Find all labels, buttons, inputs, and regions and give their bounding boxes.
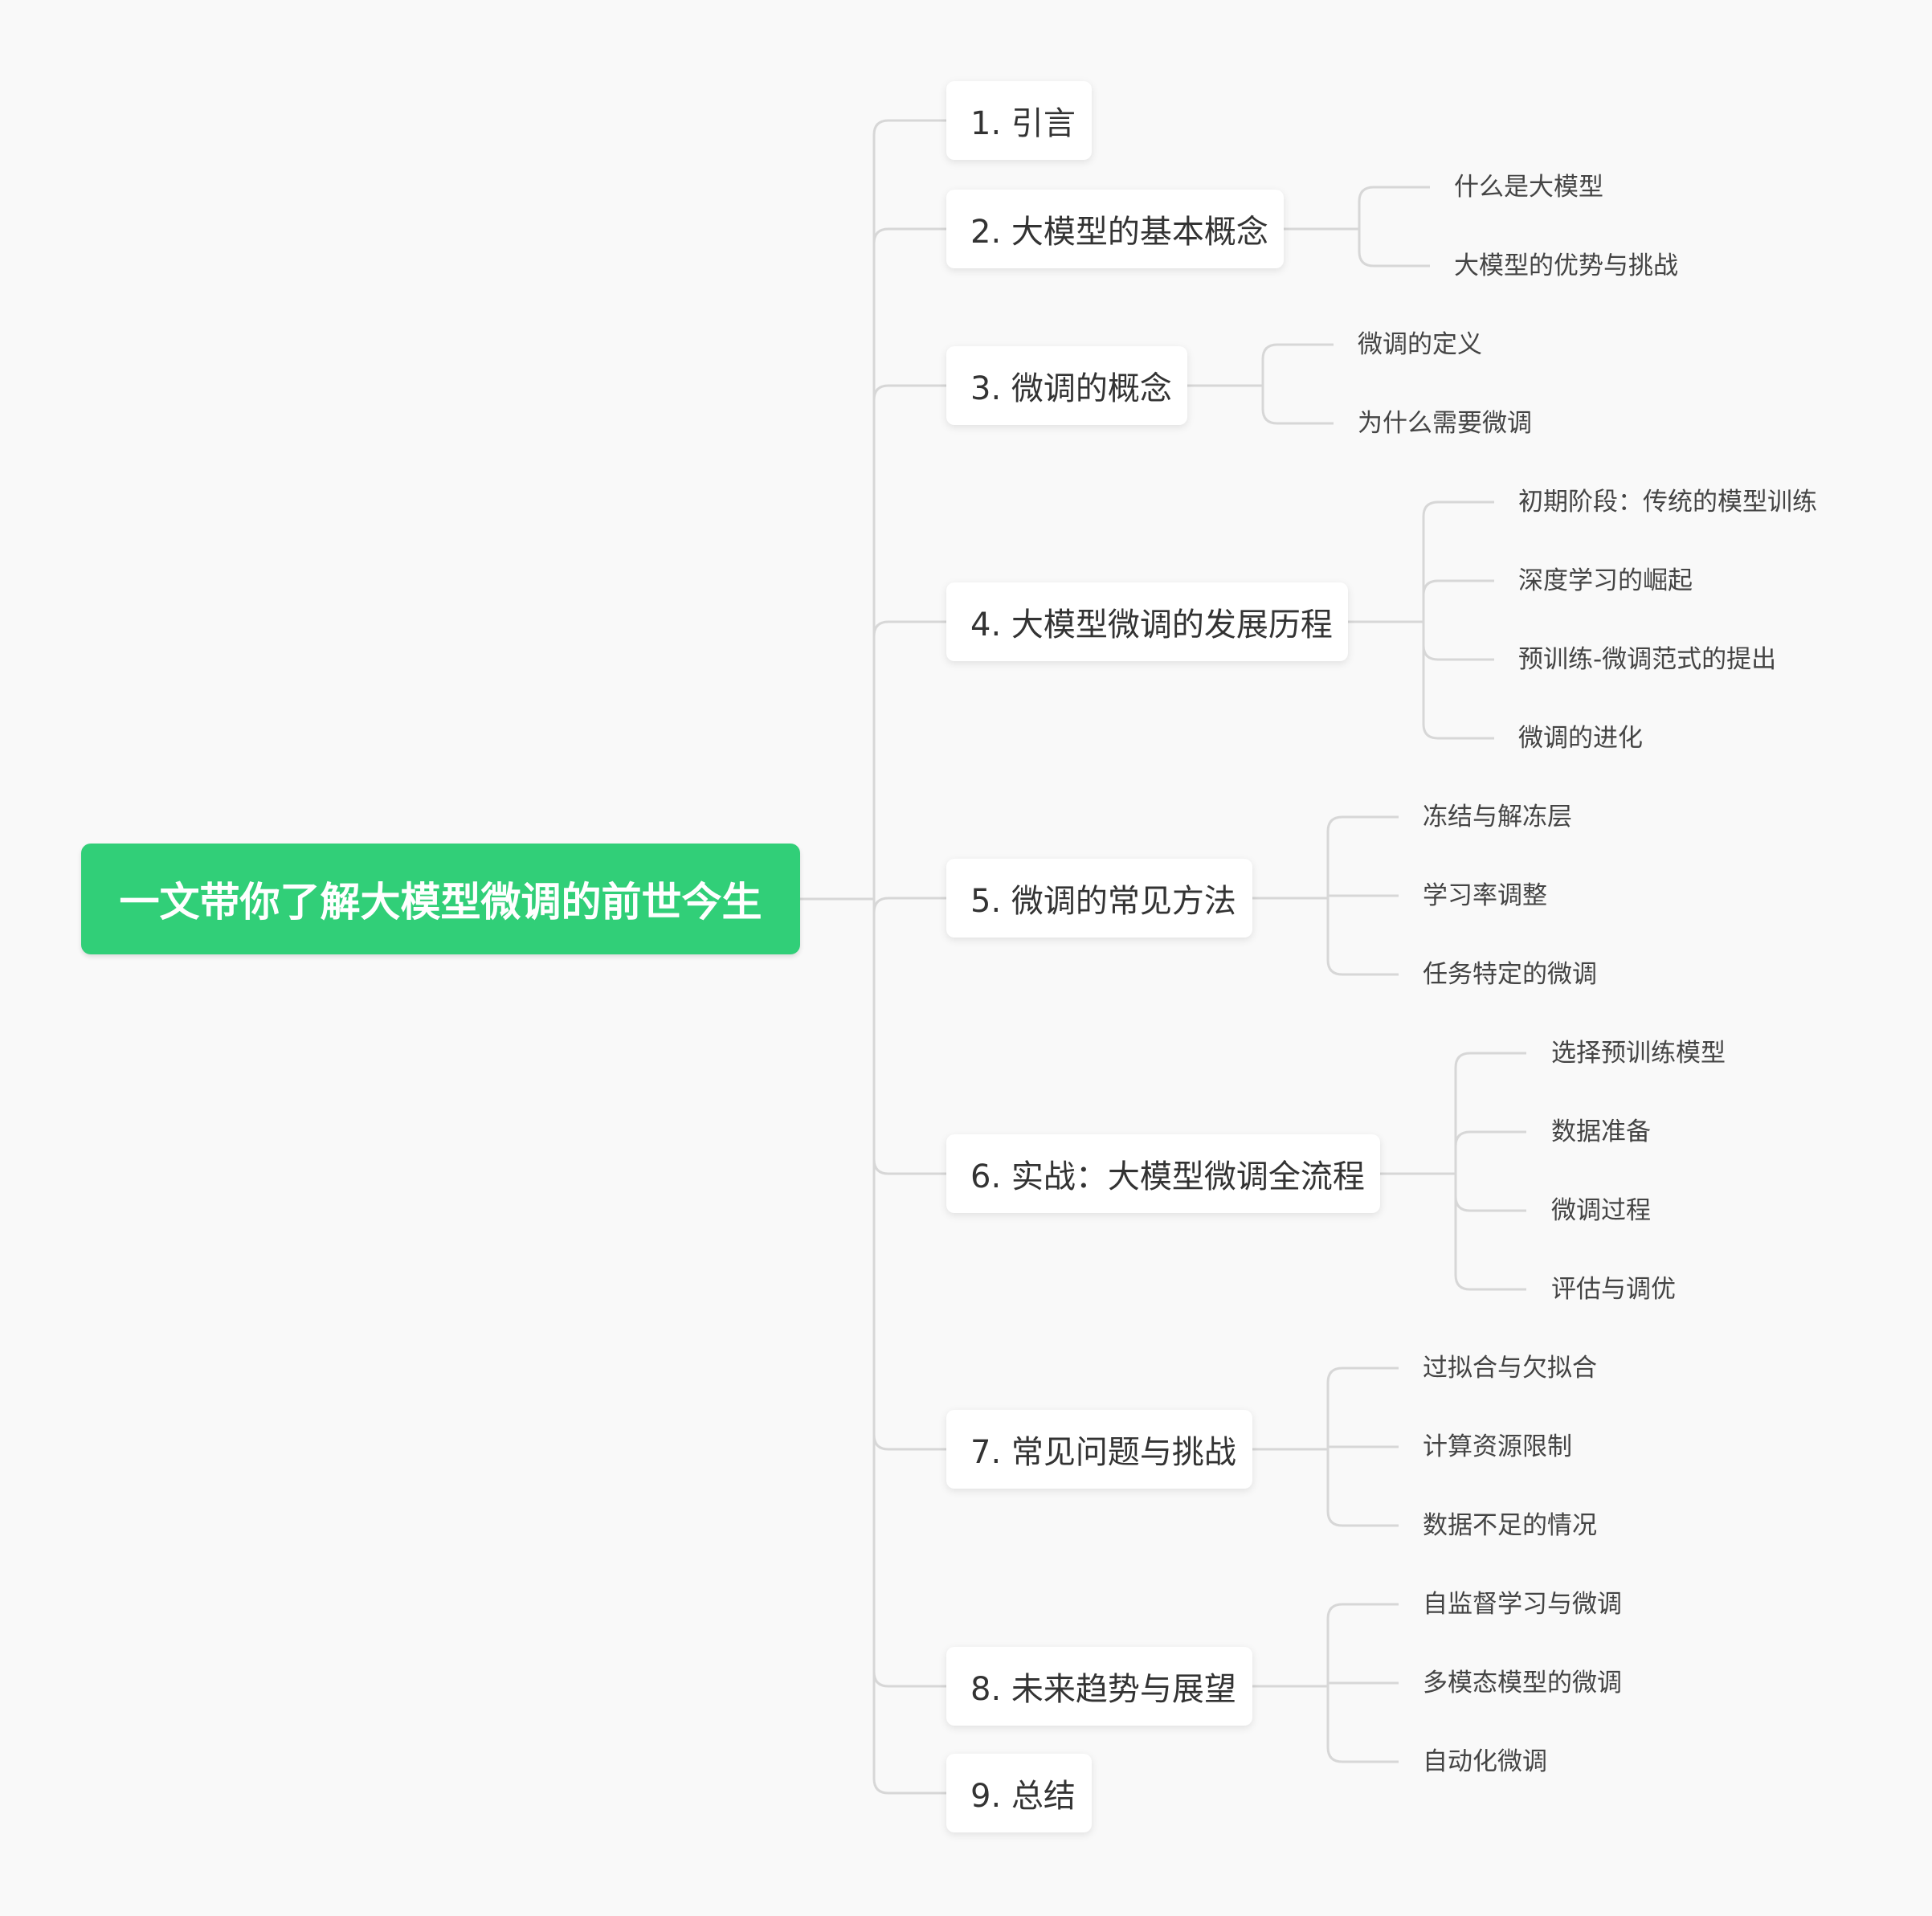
branch-connector <box>872 899 946 1175</box>
subtopic-connector <box>1454 1174 1526 1212</box>
subtopic[interactable]: 微调的进化 <box>1518 724 1643 753</box>
subtopic-connector <box>1358 186 1430 229</box>
subtopic[interactable]: 评估与调优 <box>1551 1275 1676 1304</box>
subtopic[interactable]: 为什么需要微调 <box>1358 409 1532 438</box>
subtopic[interactable]: 预训练-微调范式的提出 <box>1518 645 1777 674</box>
subtopic-connector <box>1326 1445 1399 1449</box>
root-node-label: 一文带你了解大模型微调的前世今生 <box>119 879 762 925</box>
subtopic-connector <box>1422 579 1494 622</box>
subtopic[interactable]: 深度学习的崛起 <box>1518 566 1693 595</box>
branch-label: 9. 总结 <box>970 1778 1076 1815</box>
subtopic[interactable]: 自动化微调 <box>1423 1747 1547 1776</box>
branch-label: 8. 未来趋势与展望 <box>970 1671 1236 1708</box>
subtopic-connector <box>1454 1052 1526 1174</box>
branch-node-8[interactable]: 8. 未来趋势与展望 <box>946 1647 1252 1726</box>
branch-node-1[interactable]: 1. 引言 <box>946 81 1092 160</box>
subtopic-connector <box>1261 386 1334 425</box>
subtopic-connector <box>1326 1367 1399 1449</box>
subtopic[interactable]: 数据准备 <box>1551 1117 1651 1146</box>
branch-node-9[interactable]: 9. 总结 <box>946 1754 1092 1832</box>
subtopic[interactable]: 自监督学习与微调 <box>1423 1590 1622 1619</box>
subtopic[interactable]: 选择预训练模型 <box>1551 1039 1726 1068</box>
branch-node-4[interactable]: 4. 大模型微调的发展历程 <box>946 582 1348 661</box>
subtopic-connector <box>1326 815 1399 898</box>
subtopic-connector <box>1454 1174 1526 1291</box>
subtopic-connector <box>1326 894 1399 898</box>
branch-label: 1. 引言 <box>970 105 1076 142</box>
subtopic[interactable]: 任务特定的微调 <box>1423 960 1597 989</box>
branch-label: 2. 大模型的基本概念 <box>970 214 1268 251</box>
subtopic[interactable]: 冻结与解冻层 <box>1423 803 1572 831</box>
branch-label: 5. 微调的常见方法 <box>970 883 1236 920</box>
branch-connector <box>872 119 946 899</box>
branch-node-3[interactable]: 3. 微调的概念 <box>946 346 1187 425</box>
branch-node-5[interactable]: 5. 微调的常见方法 <box>946 859 1252 938</box>
branch-label: 6. 实战：大模型微调全流程 <box>970 1158 1365 1195</box>
subtopic[interactable]: 微调的定义 <box>1358 330 1482 359</box>
branch-node-2[interactable]: 2. 大模型的基本概念 <box>946 190 1284 268</box>
branch-connector <box>872 620 946 899</box>
subtopic-connector <box>1261 343 1334 386</box>
subtopic-connector <box>1326 1603 1399 1686</box>
subtopic[interactable]: 学习率调整 <box>1423 881 1547 910</box>
branch-connector <box>872 897 946 913</box>
branch-connector <box>872 899 946 1795</box>
branch-connector <box>872 227 946 899</box>
subtopic-connector <box>1422 622 1494 740</box>
subtopic-connector <box>1326 1449 1399 1527</box>
branch-connector <box>872 384 946 899</box>
subtopic-connector <box>1422 500 1494 622</box>
subtopic-connector <box>1326 898 1399 976</box>
subtopic-connector <box>1326 1681 1399 1686</box>
subtopic-connector <box>1326 1686 1399 1763</box>
subtopic-connector <box>1358 229 1430 268</box>
branch-label: 4. 大模型微调的发展历程 <box>970 607 1333 643</box>
branch-node-6[interactable]: 6. 实战：大模型微调全流程 <box>946 1134 1380 1213</box>
subtopic[interactable]: 数据不足的情况 <box>1423 1511 1597 1540</box>
subtopic[interactable]: 微调过程 <box>1551 1196 1651 1225</box>
subtopic[interactable]: 多模态模型的微调 <box>1423 1669 1622 1697</box>
branch-label: 7. 常见问题与挑战 <box>970 1434 1236 1471</box>
subtopic-connector <box>1454 1130 1526 1174</box>
subtopic[interactable]: 什么是大模型 <box>1454 173 1603 202</box>
subtopic[interactable]: 大模型的优势与挑战 <box>1454 251 1678 280</box>
subtopic-connector <box>1422 622 1494 661</box>
subtopic[interactable]: 初期阶段：传统的模型训练 <box>1518 488 1817 517</box>
branch-connector <box>872 899 946 1688</box>
branch-label: 3. 微调的概念 <box>970 370 1172 407</box>
subtopic[interactable]: 计算资源限制 <box>1423 1432 1572 1461</box>
subtopic[interactable]: 过拟合与欠拟合 <box>1423 1354 1597 1383</box>
root-node[interactable]: 一文带你了解大模型微调的前世今生 <box>81 844 800 954</box>
branch-node-7[interactable]: 7. 常见问题与挑战 <box>946 1410 1252 1489</box>
